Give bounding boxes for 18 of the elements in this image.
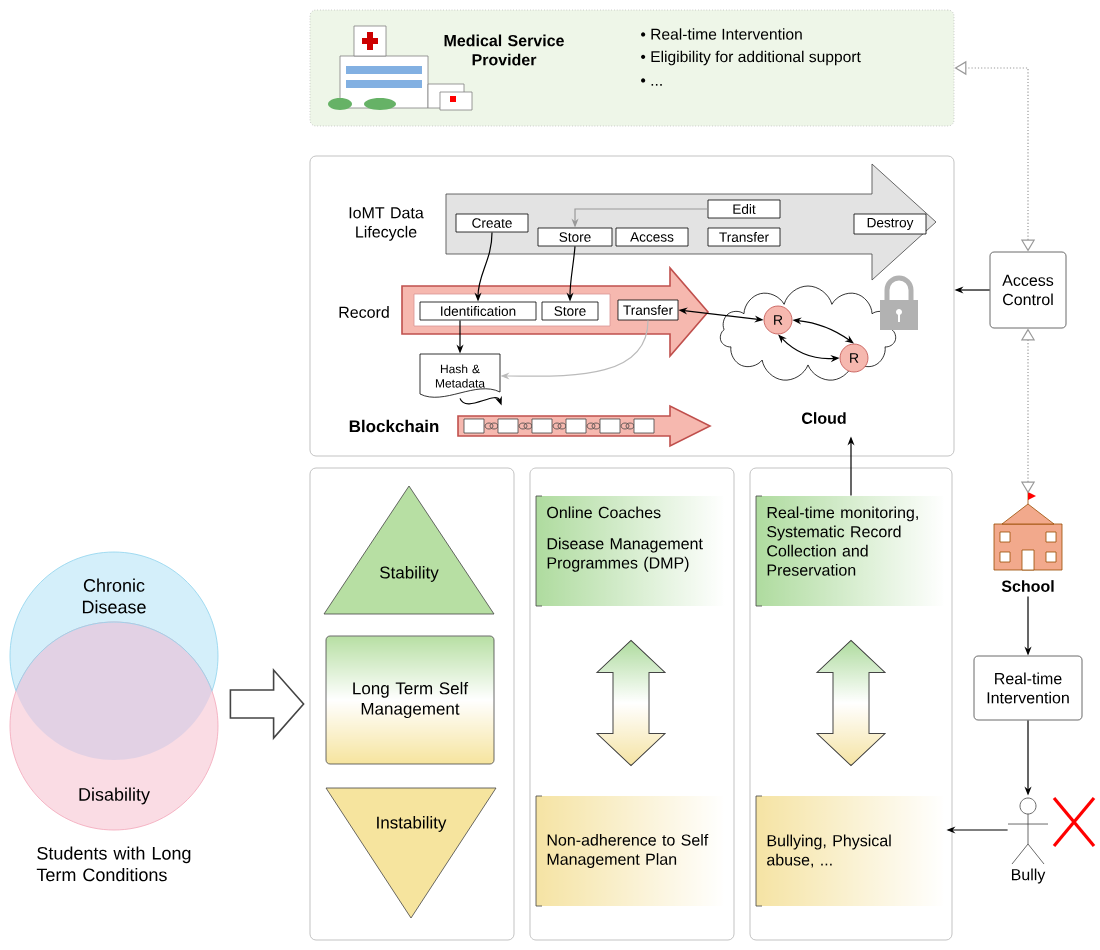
process-box: Real-time Intervention — [973, 655, 1083, 721]
arrow-label: Record — [339, 306, 389, 318]
cloud-label: Cloud — [802, 412, 846, 424]
text-box: Online Coaches Disease Management Programmes (DMP) — [535, 495, 703, 607]
text-box: Non-adherence to Self Management Plan — [535, 795, 709, 907]
management-box: Long Term Self Management — [325, 635, 495, 765]
panel-heading: Medical Service Provider — [444, 34, 564, 66]
text-box: Bullying, Physical abuse, ... — [755, 795, 891, 907]
triangle-label: Instability — [377, 816, 447, 832]
caption-text: Students with Long Term Conditions — [36, 846, 191, 882]
arrow-label: IoMT Data Lifecycle — [349, 207, 424, 241]
triangle-label: Stability — [380, 566, 439, 582]
block-arrow — [229, 667, 305, 741]
access-control-box: Access Control — [989, 251, 1067, 329]
school-label: School — [1001, 580, 1054, 592]
arrow-label: Blockchain — [349, 419, 439, 433]
person-label: Bully — [1012, 868, 1046, 884]
text-box: Real-time monitoring, Systematic Record Collection and Preservation — [755, 495, 918, 607]
